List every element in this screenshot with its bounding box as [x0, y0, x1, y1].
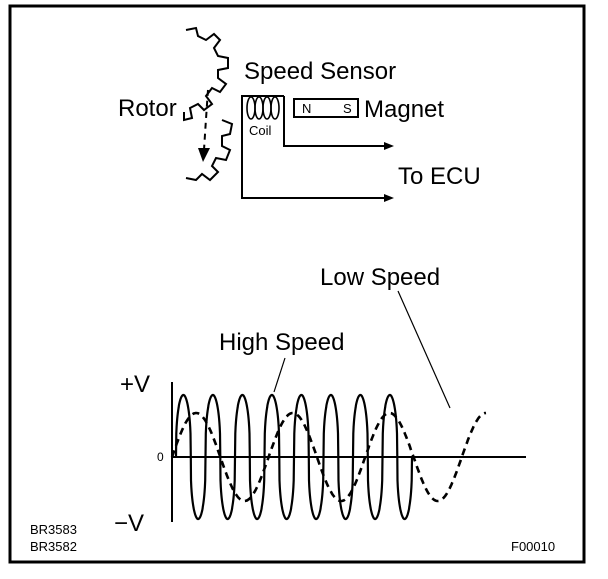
- high-speed-label: High Speed: [219, 329, 344, 356]
- sensor-housing: [241, 95, 384, 199]
- low-speed-label: Low Speed: [320, 264, 440, 291]
- low-speed-leader: [397, 290, 451, 409]
- frame-border: [8, 4, 586, 564]
- plus-v-label: +V: [120, 371, 150, 398]
- low-speed-waveform: [170, 411, 487, 503]
- rotor-label: Rotor: [118, 95, 177, 122]
- magnet-s-label: S: [343, 101, 352, 116]
- magnet-block: [293, 98, 359, 118]
- to-ecu-label: To ECU: [398, 163, 481, 190]
- coil-label: Coil: [249, 123, 272, 138]
- coil-icon: [246, 96, 280, 120]
- magnet-label: Magnet: [364, 96, 444, 123]
- magnet-n-label: N: [302, 101, 311, 116]
- code-br3583: BR3583: [30, 522, 77, 537]
- wire-arrow-upper: [384, 142, 394, 150]
- rotor-teeth: [183, 26, 229, 122]
- wire-arrow-lower: [384, 194, 394, 202]
- minus-v-label: −V: [114, 510, 144, 537]
- rotor-teeth-lower: [185, 119, 234, 182]
- high-speed-leader: [273, 357, 286, 393]
- code-br3582: BR3582: [30, 539, 77, 554]
- signal-wire: [283, 96, 384, 147]
- high-speed-waveform: [174, 393, 414, 521]
- rotor-arrow-head: [198, 148, 210, 162]
- zero-label: 0: [157, 450, 164, 464]
- speed-sensor-label: Speed Sensor: [244, 58, 396, 85]
- rotor-rotation-arrow: [203, 89, 209, 151]
- code-f00010: F00010: [511, 539, 555, 554]
